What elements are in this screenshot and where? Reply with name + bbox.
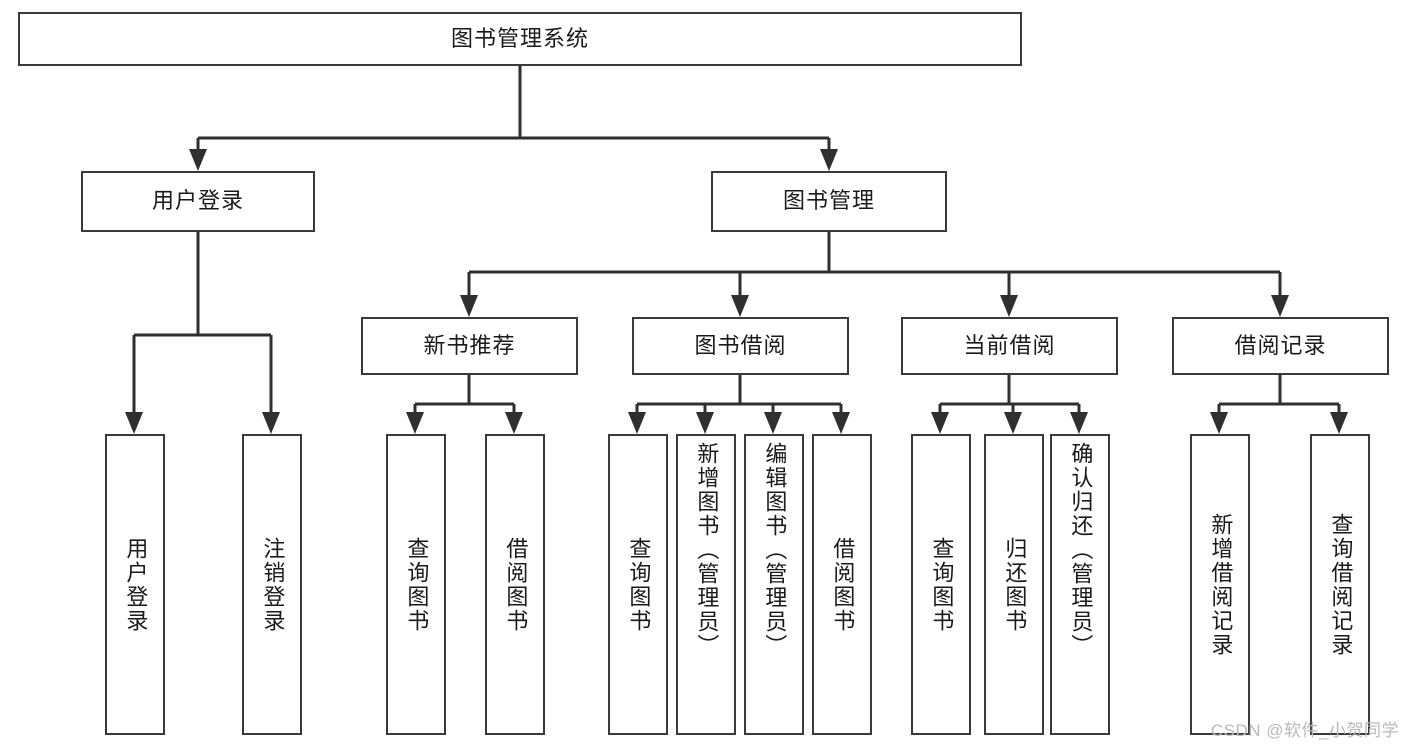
node-label: 新书推荐 (423, 332, 516, 358)
node-leaf-query-book-borrow[interactable]: 查询图书 (608, 434, 668, 735)
node-label: 图书管理 (782, 188, 875, 214)
node-label: 确认归还（管理员） (1068, 442, 1094, 658)
node-leaf-borrow-book-recommend[interactable]: 借阅图书 (485, 434, 545, 735)
node-user-login[interactable]: 用户登录 (81, 171, 315, 232)
node-label: 新增图书（管理员） (694, 442, 720, 658)
node-leaf-add-borrow-record[interactable]: 新增借阅记录 (1190, 434, 1250, 735)
node-new-book-recommend[interactable]: 新书推荐 (361, 317, 578, 375)
node-label: 图书借阅 (694, 332, 787, 358)
node-label: 图书管理系统 (450, 25, 589, 51)
node-label: 当前借阅 (963, 332, 1056, 358)
node-label: 查询图书 (404, 536, 430, 633)
node-label: 借阅记录 (1234, 332, 1327, 358)
node-label: 编辑图书（管理员） (762, 442, 788, 658)
node-label: 借阅图书 (503, 536, 529, 633)
node-leaf-return-book[interactable]: 归还图书 (984, 434, 1044, 735)
node-leaf-user-logout[interactable]: 注销登录 (242, 434, 302, 735)
node-leaf-confirm-return-admin[interactable]: 确认归还（管理员） (1050, 434, 1110, 735)
node-leaf-query-borrow-record[interactable]: 查询借阅记录 (1310, 434, 1370, 735)
node-leaf-borrow-book[interactable]: 借阅图书 (812, 434, 872, 735)
node-label: 查询图书 (929, 536, 955, 633)
node-borrow-record[interactable]: 借阅记录 (1172, 317, 1389, 375)
node-label: 新增借阅记录 (1208, 512, 1234, 657)
node-label: 注销登录 (260, 536, 286, 633)
node-label: 归还图书 (1002, 536, 1028, 633)
node-book-borrow[interactable]: 图书借阅 (632, 317, 849, 375)
node-label: 用户登录 (151, 188, 244, 214)
node-leaf-edit-book-admin[interactable]: 编辑图书（管理员） (744, 434, 804, 735)
node-label: 查询图书 (626, 536, 652, 633)
node-leaf-add-book-admin[interactable]: 新增图书（管理员） (676, 434, 736, 735)
node-label: 查询借阅记录 (1328, 512, 1354, 657)
node-root-book-management-system[interactable]: 图书管理系统 (18, 12, 1022, 66)
node-leaf-query-book-current[interactable]: 查询图书 (911, 434, 971, 735)
node-label: 借阅图书 (830, 536, 856, 633)
csdn-watermark: CSDN @软件_小贺同学 (1210, 721, 1399, 740)
node-label: 用户登录 (123, 536, 149, 633)
node-book-management[interactable]: 图书管理 (711, 171, 947, 232)
node-current-borrow[interactable]: 当前借阅 (901, 317, 1118, 375)
node-leaf-query-book-recommend[interactable]: 查询图书 (386, 434, 446, 735)
node-leaf-user-login[interactable]: 用户登录 (105, 434, 165, 735)
